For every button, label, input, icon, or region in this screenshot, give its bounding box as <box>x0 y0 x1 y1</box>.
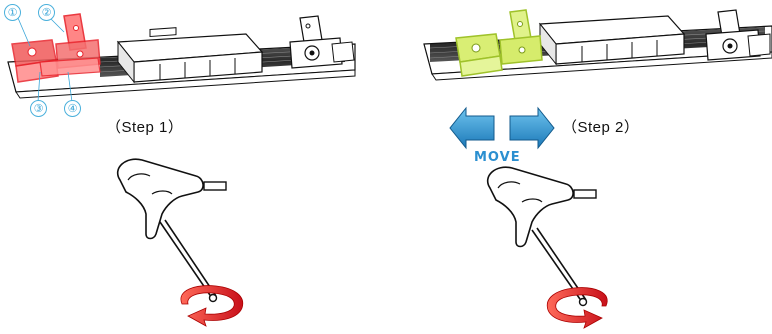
driver-module <box>538 15 686 66</box>
step-1-label: （Step 1） <box>106 119 184 136</box>
highlighted-parts-red <box>11 13 101 83</box>
end-bracket-right <box>705 9 771 61</box>
highlighted-parts-green <box>455 9 543 77</box>
step-2-label: （Step 2） <box>562 119 640 136</box>
callout-4: ④ <box>64 100 81 117</box>
driver-module <box>116 27 264 84</box>
callout-2: ② <box>38 4 55 21</box>
fixture-step2 <box>423 9 772 81</box>
rotation-arrow-icon <box>180 285 244 327</box>
callout-1: ① <box>4 4 21 21</box>
callout-leaders <box>17 17 73 103</box>
move-arrows-icon <box>449 106 555 150</box>
hex-key-icon <box>117 158 227 303</box>
move-label: MOVE <box>474 150 521 165</box>
hex-key-icon <box>487 166 597 307</box>
end-bracket-right <box>289 15 355 69</box>
fixture-step1 <box>7 13 356 103</box>
rotation-arrow-icon <box>546 287 608 329</box>
callout-3: ③ <box>30 100 47 117</box>
